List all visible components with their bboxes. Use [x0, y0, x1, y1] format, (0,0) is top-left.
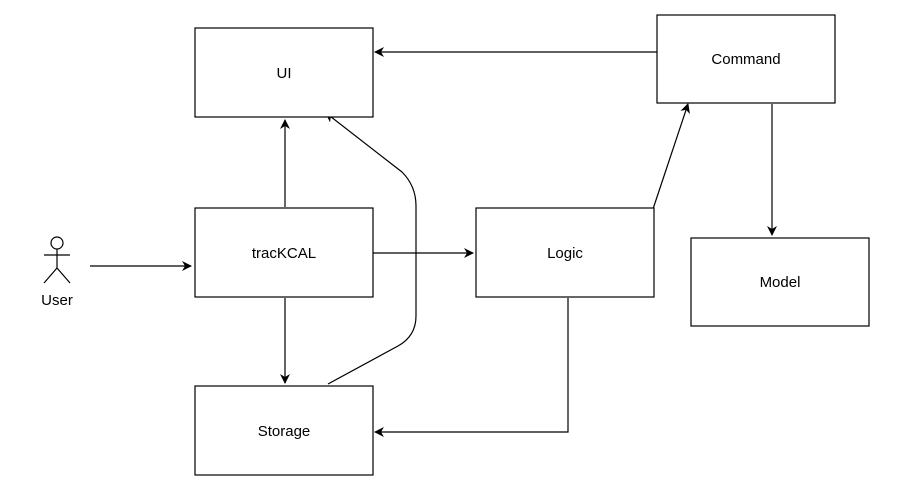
node-logic: Logic — [475, 207, 655, 298]
edge-logic-to-storage — [374, 298, 569, 437]
edge-logic-to-command — [652, 103, 690, 210]
node-ui: UI — [194, 27, 374, 118]
edges — [90, 47, 777, 437]
node-command-label: Command — [711, 51, 780, 68]
node-storage-label: Storage — [258, 423, 311, 440]
node-command: Command — [656, 14, 836, 104]
node-storage: Storage — [194, 385, 374, 476]
node-logic-label: Logic — [547, 245, 583, 262]
node-model: Model — [690, 237, 870, 327]
user-actor: User — [41, 236, 73, 309]
node-ui-label: UI — [277, 65, 292, 82]
node-model-label: Model — [760, 274, 801, 291]
node-trackcal: tracKCAL — [194, 207, 374, 298]
edge-storage-to-ui — [325, 112, 417, 385]
node-trackcal-label: tracKCAL — [252, 245, 316, 262]
stick-figure-icon — [43, 236, 71, 284]
user-actor-label: User — [41, 292, 73, 309]
